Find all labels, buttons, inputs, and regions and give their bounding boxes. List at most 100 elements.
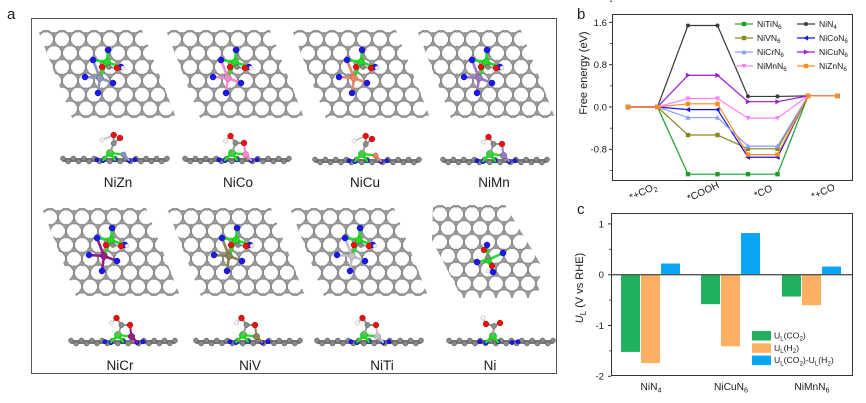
oxygen-atom	[482, 320, 490, 328]
nitrogen-atom	[140, 339, 146, 345]
side-view-model	[312, 132, 422, 166]
carbon-atom	[392, 340, 398, 347]
panel-label-b: b	[577, 6, 585, 23]
series-nivn6	[625, 93, 840, 151]
structure-nico: NiCo	[166, 30, 304, 190]
marker-square	[625, 104, 631, 110]
hydrogen-atom	[124, 243, 130, 249]
active-site	[210, 224, 255, 275]
marker-tri-up	[685, 114, 691, 120]
bar	[741, 233, 760, 275]
side-view-model	[440, 133, 550, 166]
nitrogen-atom	[358, 46, 366, 54]
carbon-atom	[314, 337, 320, 344]
hydrogen-atom	[355, 320, 360, 326]
legend-label: NiCuN6	[819, 47, 848, 59]
nitrogen-atom	[473, 89, 481, 97]
nitrogen-atom	[363, 79, 371, 87]
carbon-atom	[159, 158, 165, 165]
marker-square	[741, 21, 747, 27]
hydrogen-atom	[485, 268, 491, 274]
marker-dot	[804, 22, 808, 26]
carbon-atom	[250, 340, 256, 347]
carbon-atom	[203, 337, 210, 344]
active-site	[209, 46, 254, 97]
text-run: *+CO	[810, 182, 837, 203]
carbon-atom	[539, 337, 546, 344]
carbon-atom	[335, 337, 341, 344]
marker-square	[745, 146, 751, 151]
carbon-atom	[286, 337, 293, 344]
top-view-model	[38, 30, 176, 118]
subscript: L	[780, 348, 784, 355]
carbon-atom	[405, 156, 412, 163]
active-site	[333, 224, 378, 275]
oxygen-atom	[488, 262, 496, 270]
nitrogen-atom	[346, 267, 354, 275]
y-tick-label: 1	[599, 219, 604, 230]
carbon-atom	[333, 156, 339, 163]
oxygen-atom	[238, 314, 245, 322]
oxygen-atom	[477, 63, 485, 71]
carbon-atom	[395, 156, 401, 163]
graphene-lattice	[417, 30, 555, 118]
oxygen-atom	[365, 242, 373, 250]
carbon-atom	[146, 340, 152, 347]
carbon-atom	[153, 155, 160, 162]
nitrogen-atom	[210, 251, 218, 259]
carbon-atom	[81, 155, 87, 162]
carbon-atom	[411, 159, 417, 166]
text-run: (H	[818, 355, 827, 365]
carbon-atom	[358, 242, 364, 248]
text-run: )	[831, 355, 834, 365]
legend-item: NiCoN6	[797, 33, 848, 45]
structure-niti: NiTi	[290, 208, 428, 373]
bar	[641, 274, 660, 364]
legend-item: NiVN6	[735, 33, 781, 45]
nitrogen-atom	[222, 89, 230, 97]
carbon-atom	[270, 158, 277, 165]
legend-swatch	[752, 355, 771, 366]
marker-square	[685, 101, 691, 107]
oxygen-atom	[116, 134, 124, 142]
hydrogen-atom	[480, 315, 486, 321]
bars	[621, 233, 841, 364]
carbon-atom	[219, 340, 225, 347]
hydrogen-atom	[120, 65, 126, 71]
series-nicon6	[625, 93, 840, 160]
carbon-atom	[523, 156, 529, 163]
y-tick-label: -1	[595, 321, 604, 332]
marker-tri-down	[714, 96, 721, 102]
carbon-atom	[276, 337, 282, 344]
hydrogen-atom	[249, 243, 255, 249]
carbon-atom	[151, 337, 157, 344]
text-run: U	[774, 343, 780, 353]
marker-square	[685, 171, 691, 177]
oxygen-atom	[227, 132, 234, 140]
hydrogen-atom	[99, 137, 105, 143]
nitrogen-atom	[483, 241, 491, 249]
oxygen-atom	[367, 64, 375, 72]
legend: UL(CO2)UL(H2)UL(CO2)-UL(H2)	[752, 331, 834, 367]
legend: NiTiN6NiVN6NiCrN6NiMnN6NiN4NiCoN6NiCuN6N…	[735, 19, 848, 73]
carbon-atom	[456, 337, 463, 344]
marker-square	[835, 93, 840, 99]
carbon-atom	[338, 159, 344, 166]
nitrogen-atom	[343, 56, 351, 64]
nitrogen-atom	[209, 73, 217, 81]
legend-label: UL(CO2)-UL(H2)	[774, 355, 834, 367]
marker-tri-up	[745, 143, 751, 149]
carbon-atom	[60, 155, 66, 162]
text-run: NiN	[640, 382, 657, 393]
nitrogen-atom	[512, 158, 518, 164]
legend-label: NiTiN6	[757, 19, 782, 31]
subscript: 2	[799, 336, 803, 343]
hydrogen-atom	[351, 138, 357, 144]
y-axis-ticks: 1.60.80.0-0.8	[590, 0, 612, 171]
carbon-atom	[182, 155, 188, 162]
nitrogen-atom	[356, 224, 364, 232]
carbon-atom	[192, 155, 199, 162]
carbon-atom	[275, 155, 282, 162]
marker-square	[745, 171, 751, 177]
